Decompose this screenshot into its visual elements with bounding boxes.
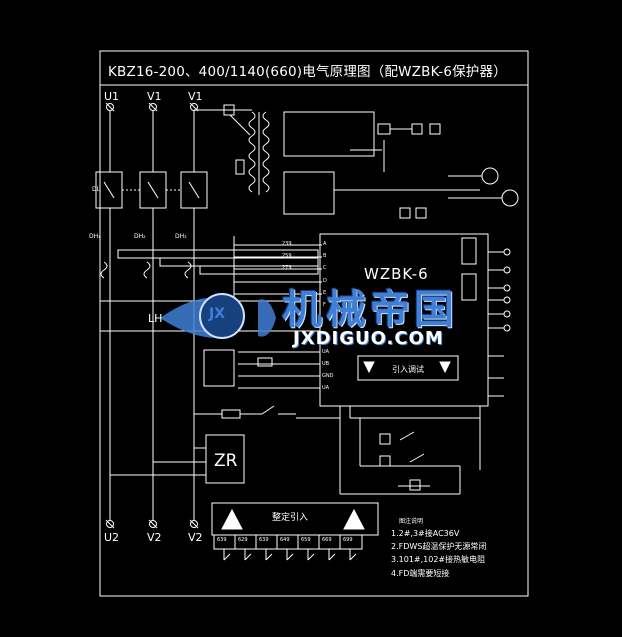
setting-label: 整定引入 <box>272 513 309 523</box>
phase-top-u: U1 <box>104 90 120 103</box>
terminal-strip <box>213 534 363 550</box>
ct-label-1: DH₁ <box>89 233 101 240</box>
breaker-label: DL <box>92 186 100 193</box>
protector-display <box>357 355 459 381</box>
protector-left-ua2: UA <box>322 385 330 391</box>
protector-in-b: B <box>323 253 327 259</box>
ct-label-3: DH₃ <box>175 233 187 240</box>
protector-left-ub: UB <box>322 361 330 367</box>
terminal-3: 639 <box>259 537 269 543</box>
protector-left-gnd: GND <box>322 373 334 379</box>
protector-in-a: A <box>323 241 327 247</box>
protector-box <box>319 233 489 407</box>
left-mid-components <box>194 349 320 419</box>
wire-label-1: 239 <box>282 241 292 247</box>
protector-wiring <box>233 236 322 300</box>
diagram-title: KBZ16-200、400/1140(660)电气原理图（配WZBK-6保护器） <box>108 64 507 80</box>
terminal-6: 669 <box>322 537 332 543</box>
ct-label-2: DH₂ <box>134 233 146 240</box>
wire-label-3: 279 <box>282 265 292 271</box>
terminal-1: 639 <box>217 537 227 543</box>
note-3: 3.101#,102#接热敏电阻 <box>391 555 486 564</box>
protector-right-terminals <box>461 237 511 397</box>
wire-label-2: 259 <box>282 253 292 259</box>
phase-top-w: V1 <box>188 90 203 103</box>
terminal-7: 699 <box>343 537 353 543</box>
terminal-4: 649 <box>280 537 290 543</box>
terminal-2: 629 <box>238 537 248 543</box>
logo-badge: JX <box>209 306 226 322</box>
logo-mark <box>160 293 276 339</box>
protector-label: WZBK-6 <box>364 265 429 283</box>
phase-line-w <box>189 103 199 529</box>
zr-box <box>205 434 245 484</box>
transformer-area <box>194 104 519 219</box>
protector-in-d: D <box>323 278 327 284</box>
phase-bottom-v: V2 <box>147 531 162 544</box>
zr-label: ZR <box>214 451 238 471</box>
debug-button-label: 引入调试 <box>392 365 424 374</box>
note-1: 1.2#,3#接AC36V <box>391 529 460 538</box>
logo-domain: JXDIGUO.COM <box>293 328 444 349</box>
phase-line-v <box>148 103 158 529</box>
current-transformers <box>100 249 319 279</box>
terminal-switches <box>223 549 357 561</box>
terminal-5: 659 <box>301 537 311 543</box>
phase-bottom-u: U2 <box>104 531 120 544</box>
phase-top-v: V1 <box>147 90 162 103</box>
phase-bottom-w: V2 <box>188 531 203 544</box>
protector-in-c: C <box>323 265 327 271</box>
control-loop <box>296 406 481 495</box>
protector-left-ua: UA <box>322 349 330 355</box>
note-4: 4.FD端需要短接 <box>391 569 450 578</box>
protector-in-e: E <box>323 290 327 296</box>
protector-in-f: F <box>323 302 326 308</box>
note-2: 2.FDWS超温保护无源常闭 <box>391 542 487 551</box>
lh-label: LH <box>148 312 163 325</box>
phase-line-u <box>105 103 115 529</box>
notes-title: 图注说明 <box>399 518 424 525</box>
breaker-dl <box>95 171 208 209</box>
logo-chinese: 机械帝国 <box>282 287 458 333</box>
